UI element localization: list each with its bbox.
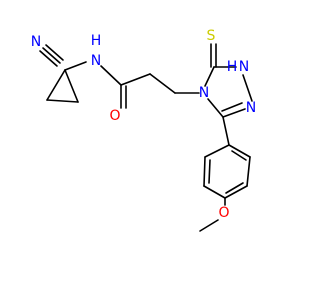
amide-n-label: N [91, 53, 101, 69]
nitrile-bond-2 [39, 50, 58, 67]
cyclopropyl-ring [46, 69, 79, 103]
cyclopropyl-bond-2 [46, 99, 79, 103]
benzene-inner-3 [208, 159, 211, 184]
carbonyl-o-label: O [109, 108, 120, 124]
benzene-ring [203, 144, 251, 199]
triazole-bond-4 [222, 108, 246, 118]
triazole-bond-3 [242, 74, 253, 102]
benzene-inner-1 [231, 150, 247, 161]
triazole-ring [204, 66, 253, 118]
o-methyl-bond [199, 219, 219, 232]
benzene-bond-6 [204, 144, 230, 158]
triazole-nh-label: N [239, 59, 249, 75]
benzene-bond-2 [246, 156, 251, 187]
nitrile-bond-3 [45, 44, 64, 61]
benzene-bond-4 [203, 185, 226, 199]
triazole-bond-4b [221, 102, 243, 112]
triazole-bond-1 [204, 66, 215, 87]
c-nh-bond [64, 61, 87, 71]
thione-double-bond [210, 43, 217, 68]
triazole-h-label: H [227, 59, 238, 75]
chain-bond-2 [149, 73, 176, 94]
benzene-bond-3 [224, 185, 248, 199]
triazole-n1-label: N [246, 100, 256, 116]
nitrile-bond-1 [42, 47, 61, 64]
nh-carbonyl-bond [100, 65, 122, 86]
nitrile-group [39, 44, 64, 67]
ether-o-label: O [218, 205, 229, 221]
triazole-bond-5 [207, 98, 224, 118]
benzene-bond-1 [228, 144, 251, 158]
cyclopropyl-bond-1 [46, 69, 66, 101]
cyclopropyl-bond-3 [64, 69, 79, 103]
molecule-structure: N N H O N N N H S O [31, 28, 256, 232]
benzene-bond-5 [203, 156, 206, 187]
benzene-inner-2 [225, 182, 244, 194]
triazole-aryl-bond [222, 116, 230, 146]
amide-h-label: H [91, 33, 102, 49]
thione-s-label: S [207, 28, 216, 44]
chain-bond-1 [120, 73, 151, 86]
triazole-n4-label: N [199, 85, 209, 101]
nitrile-n-label: N [31, 34, 41, 50]
carbonyl-double-bond [120, 84, 127, 109]
